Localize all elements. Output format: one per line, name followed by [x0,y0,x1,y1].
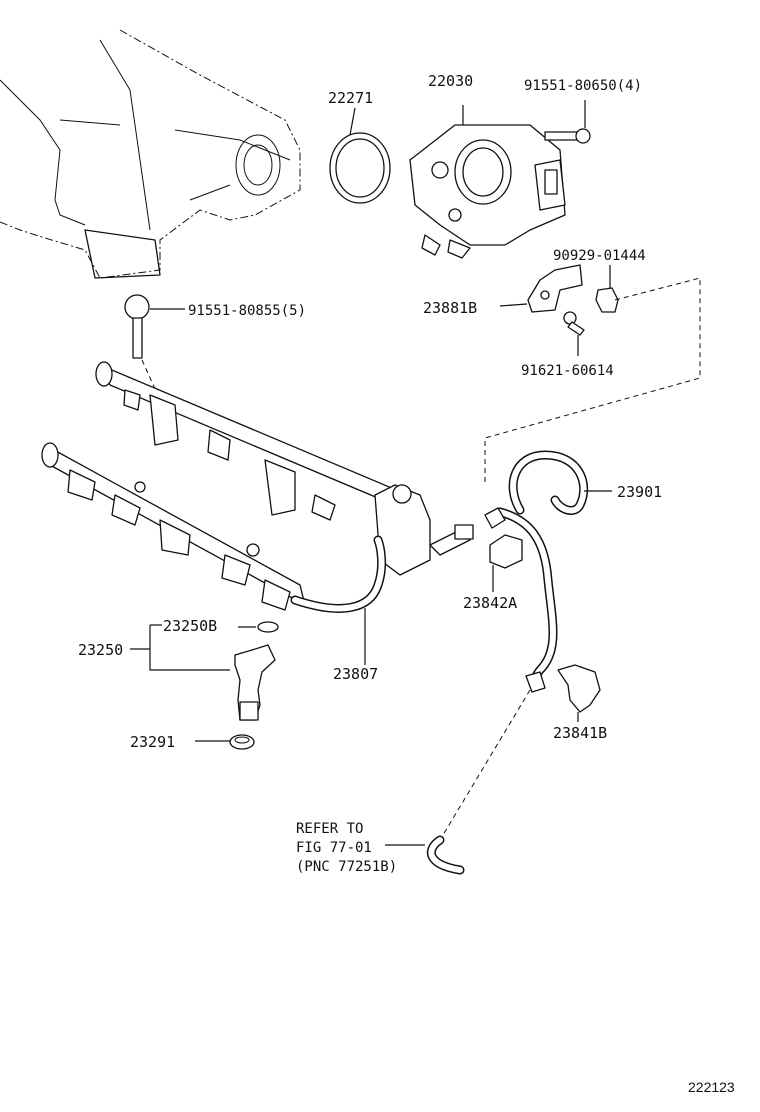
label-23291: 23291 [130,733,175,751]
label-23250b: 23250B [163,617,217,635]
rail-bolt [124,294,185,401]
hose-clamp [595,265,619,313]
bracket [499,264,583,313]
reference-note-line-2: FIG 77-01 [296,840,372,856]
injector-seal [195,734,255,750]
label-91551-80855: 91551-80855(5) [188,303,306,319]
tube-clip-a [489,534,523,592]
reference-hose [385,689,531,875]
diagram-id: 222123 [688,1079,735,1095]
label-22030: 22030 [428,72,473,90]
label-23901: 23901 [617,483,662,501]
intake-manifold [0,29,301,279]
label-23250: 23250 [78,641,123,659]
tube-clip-b [557,664,601,722]
fuel-tube [484,450,612,693]
label-91551-80650: 91551-80650(4) [524,78,642,94]
label-22271: 22271 [328,89,373,107]
label-23881b: 23881B [423,299,477,317]
throttle-bolt [544,100,591,144]
fuel-rail-lower [41,442,306,611]
label-23807: 23807 [333,665,378,683]
reference-note-line-1: REFER TO [296,821,363,837]
throttle-body [409,105,566,259]
throttle-body-gasket [329,107,391,204]
label-23842a: 23842A [463,594,517,612]
reference-note-line-3: (PNC 77251B) [296,859,397,875]
label-91621-60614: 91621-60614 [521,363,614,379]
pressure-regulator [374,484,474,576]
fuel-hose [290,535,387,665]
label-90929-01444: 90929-01444 [553,248,646,264]
bracket-bolt [563,311,585,356]
fuel-rail-upper [95,361,431,521]
label-23841b: 23841B [553,724,607,742]
fuel-injector [130,621,279,721]
